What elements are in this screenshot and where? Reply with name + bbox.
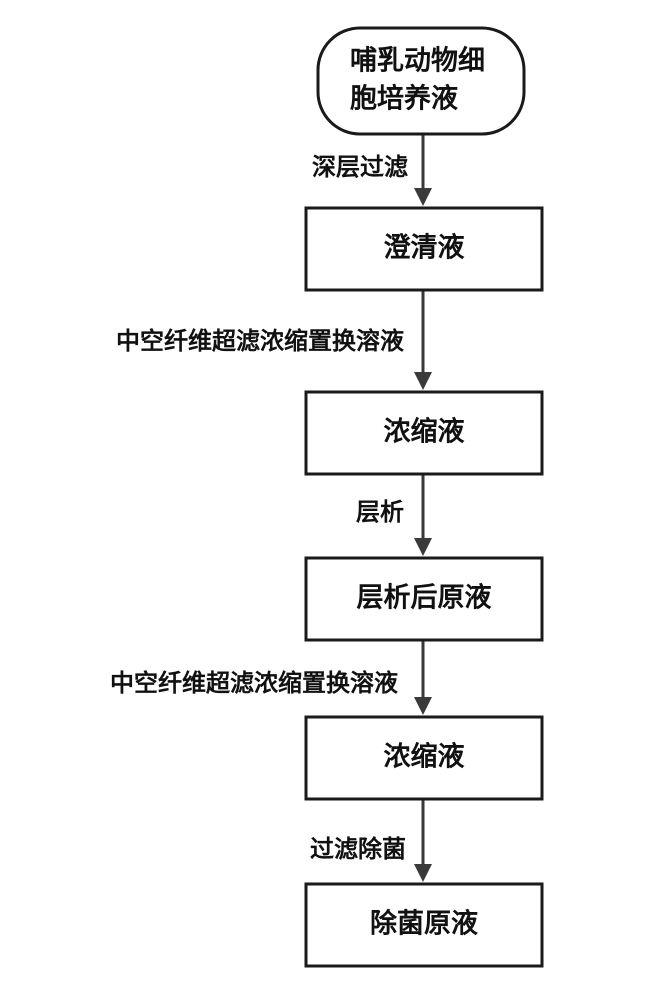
node-label: 胞培养液 bbox=[349, 83, 458, 115]
arrowhead bbox=[414, 188, 432, 206]
node-sterile-stock: 除菌原液 bbox=[304, 882, 544, 968]
edge-depth-filtration: 深层过滤 bbox=[312, 134, 432, 206]
arrowhead bbox=[414, 864, 432, 882]
edge-label: 中空纤维超滤浓缩置换溶液 bbox=[110, 669, 398, 697]
node-label: 哺乳动物细 bbox=[350, 45, 485, 77]
arrowhead bbox=[414, 372, 432, 390]
node-label: 层析后原液 bbox=[357, 583, 492, 614]
node-label: 浓缩液 bbox=[384, 741, 465, 773]
process-box bbox=[304, 556, 544, 642]
edge-uf-exchange-1: 中空纤维超滤浓缩置换溶液 bbox=[116, 290, 432, 390]
process-box bbox=[304, 390, 544, 476]
process-box bbox=[304, 882, 544, 968]
node-label: 浓缩液 bbox=[384, 416, 465, 448]
edge-label: 深层过滤 bbox=[312, 153, 408, 181]
arrowhead bbox=[414, 538, 432, 556]
node-concentrate-1: 浓缩液 bbox=[304, 390, 544, 476]
edge-label: 中空纤维超滤浓缩置换溶液 bbox=[116, 327, 404, 355]
edge-chromatography: 层析 bbox=[356, 474, 432, 556]
node-label: 除菌原液 bbox=[370, 908, 478, 940]
edge-label: 层析 bbox=[356, 498, 404, 526]
edge-uf-exchange-2: 中空纤维超滤浓缩置换溶液 bbox=[110, 640, 432, 715]
node-concentrate-2: 浓缩液 bbox=[304, 715, 544, 801]
arrowhead bbox=[414, 697, 432, 715]
node-clarified: 澄清液 bbox=[304, 206, 544, 292]
edge-sterile-filtration: 过滤除菌 bbox=[310, 799, 432, 882]
terminal-shape bbox=[316, 26, 526, 136]
edge-label: 过滤除菌 bbox=[310, 835, 406, 863]
process-box bbox=[304, 206, 544, 292]
node-chromatography-stock: 层析后原液 bbox=[304, 556, 544, 642]
node-label: 澄清液 bbox=[384, 233, 465, 264]
process-box bbox=[304, 715, 544, 801]
